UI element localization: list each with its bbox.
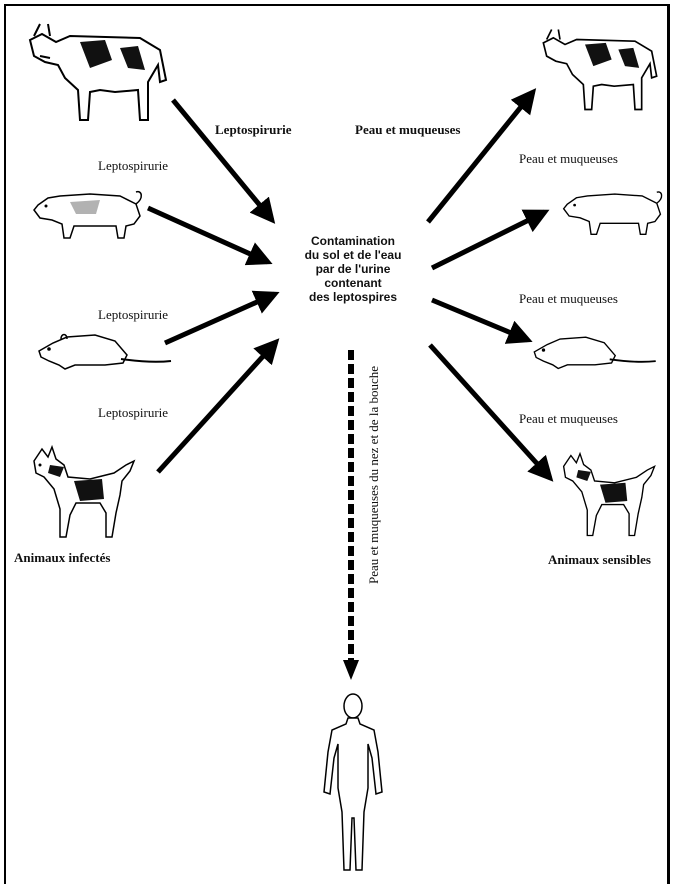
arrow-center-to-dog	[428, 343, 554, 482]
center-line-2: du sol et de l'eau	[304, 248, 402, 262]
caption-infected-animals: Animaux infectés	[14, 550, 111, 565]
label-peau-muqueuses-dog: Peau et muqueuses	[519, 411, 618, 426]
center-contamination-text: Contamination du sol et de l'eau par de …	[268, 234, 438, 304]
arrow-center-to-rat	[431, 297, 533, 344]
diagram-frame	[4, 4, 670, 884]
center-line-3: par de l'urine	[315, 262, 391, 276]
label-vertical-nose-mouth: Peau et muqueuses du nez et de la bouche	[366, 365, 381, 585]
arrow-dog-to-center	[156, 338, 280, 474]
arrow-cow-to-center	[171, 98, 276, 224]
label-peau-muqueuses-rat: Peau et muqueuses	[519, 291, 618, 306]
dog-susceptible-icon	[562, 451, 656, 537]
label-peau-muqueuses-cow: Peau et muqueuses	[355, 122, 461, 137]
dog-infected-icon	[33, 444, 136, 538]
label-leptospirurie-rat: Leptospirurie	[98, 307, 169, 322]
label-leptospirurie-dog: Leptospirurie	[98, 405, 169, 420]
center-line-5: des leptospires	[308, 290, 398, 304]
label-leptospirurie-cow: Leptospirurie	[215, 122, 292, 137]
arrow-center-to-human-head	[343, 660, 359, 680]
cow-susceptible-icon	[542, 29, 658, 111]
human-icon	[323, 693, 383, 871]
pig-susceptible-icon	[562, 191, 663, 235]
arrow-pig-to-center	[146, 205, 273, 266]
center-line-4: contenant	[324, 276, 382, 290]
label-leptospirurie-pig: Leptospirurie	[98, 158, 169, 173]
pig-infected-icon	[33, 190, 142, 239]
arrow-center-to-pig	[430, 209, 550, 271]
arrow-center-to-cow	[426, 88, 537, 224]
cow-infected-icon	[28, 23, 168, 121]
center-line-1: Contamination	[311, 234, 395, 248]
rat-susceptible-icon	[533, 336, 656, 370]
label-peau-muqueuses-pig: Peau et muqueuses	[519, 151, 618, 166]
caption-susceptible-animals: Animaux sensibles	[548, 552, 651, 567]
arrow-rat-to-center	[163, 290, 280, 346]
rat-infected-icon	[38, 333, 172, 370]
